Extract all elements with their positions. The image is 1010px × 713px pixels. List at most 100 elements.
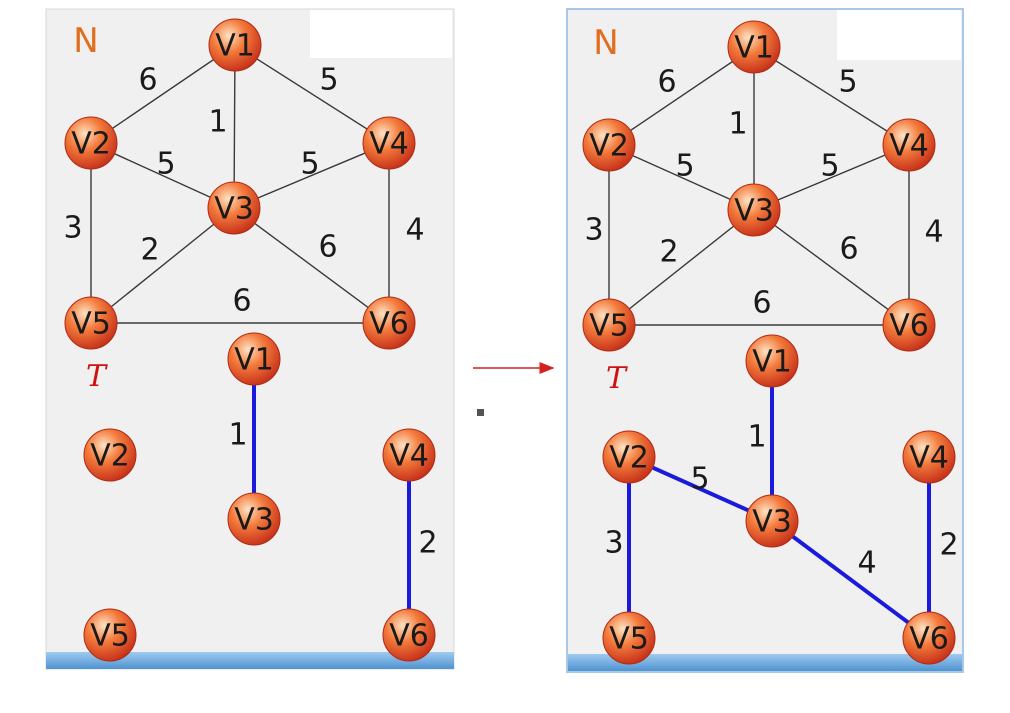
node-label: V4 <box>389 439 429 474</box>
graph-edge-weight: 5 <box>838 65 857 100</box>
node-circle <box>582 118 636 172</box>
node-label: V6 <box>909 622 949 657</box>
graph-node-v5: V5 <box>582 298 636 352</box>
graph-edge-weight: 2 <box>659 235 678 270</box>
node-circle <box>83 608 137 662</box>
graph-node-v2: V2 <box>582 118 636 172</box>
graph-edge-weight: 3 <box>584 213 603 248</box>
tree-title-t: T <box>86 359 108 394</box>
blank-overlay-box <box>837 10 961 60</box>
node-circle <box>83 428 137 482</box>
node-circle <box>602 611 656 665</box>
graph-node-v3: V3 <box>727 183 781 237</box>
tree-node-v2: V2 <box>83 428 137 482</box>
node-circle <box>362 116 416 170</box>
blank-overlay-box <box>310 10 452 58</box>
tree-title-t: T <box>606 361 628 396</box>
node-circle <box>727 20 781 74</box>
graph-edge-v1-v2 <box>608 46 755 146</box>
graph-edge-v3-v4 <box>753 144 910 211</box>
node-circle <box>882 118 936 172</box>
tree-node-v4: V4 <box>902 430 956 484</box>
graph-edge-v1-v3 <box>233 44 236 209</box>
node-circle <box>362 296 416 350</box>
node-circle <box>745 334 799 388</box>
tree-edge-weight: 3 <box>604 526 623 561</box>
graph-edge-weight: 6 <box>839 232 858 267</box>
node-label: V2 <box>589 129 629 164</box>
node-circle <box>382 428 436 482</box>
taskbar-strip <box>46 652 454 669</box>
graph-edge-weight: 6 <box>318 230 337 265</box>
tree-node-v5: V5 <box>83 608 137 662</box>
tree-node-v3: V3 <box>227 492 281 546</box>
graph-edge-weight: 5 <box>675 149 694 184</box>
graph-node-v4: V4 <box>882 118 936 172</box>
node-label: V2 <box>90 439 130 474</box>
graph-edge-weight: 2 <box>140 233 159 268</box>
tree-node-v5: V5 <box>602 611 656 665</box>
tree-edge-weight: 2 <box>939 528 958 563</box>
node-label: V5 <box>90 619 130 654</box>
node-circle <box>208 18 262 72</box>
graph-node-v2: V2 <box>64 116 118 170</box>
tree-node-v4: V4 <box>382 428 436 482</box>
graph-edge-weight: 4 <box>924 215 943 250</box>
graph-edge-weight: 1 <box>728 107 747 142</box>
graph-edge-weight: 5 <box>820 149 839 184</box>
graph-node-v5: V5 <box>64 296 118 350</box>
node-circle <box>882 298 936 352</box>
node-label: V6 <box>369 307 409 342</box>
node-label: V4 <box>909 441 949 476</box>
node-label: V4 <box>369 127 409 162</box>
node-circle <box>902 430 956 484</box>
tree-node-v1: V1 <box>227 332 281 386</box>
graph-edge-weight: 6 <box>138 63 157 98</box>
node-circle <box>227 492 281 546</box>
tree-edge-weight: 1 <box>747 420 766 455</box>
graph-node-v6: V6 <box>362 296 416 350</box>
graph-edge-v3-v6 <box>753 209 910 326</box>
graph-edge-weight: 6 <box>657 65 676 100</box>
graph-edge-v1-v4 <box>753 46 910 146</box>
node-label: V5 <box>609 622 649 657</box>
tree-edge-weight: 2 <box>418 526 437 561</box>
graph-node-v6: V6 <box>882 298 936 352</box>
node-circle <box>64 296 118 350</box>
node-label: V1 <box>234 343 274 378</box>
node-circle <box>382 608 436 662</box>
small-square-marker <box>477 409 484 416</box>
tree-node-v1: V1 <box>745 334 799 388</box>
graph-edge-v3-v6 <box>233 207 390 324</box>
node-label: V5 <box>589 309 629 344</box>
node-circle <box>745 494 799 548</box>
node-circle <box>902 611 956 665</box>
node-label: V1 <box>734 31 774 66</box>
node-circle <box>727 183 781 237</box>
graph-node-v3: V3 <box>207 181 261 235</box>
node-label: V1 <box>752 345 792 380</box>
tree-node-v2: V2 <box>602 430 656 484</box>
graph-node-v4: V4 <box>362 116 416 170</box>
tree-node-v6: V6 <box>382 608 436 662</box>
graph-edge-weight: 1 <box>208 105 227 140</box>
node-circle <box>602 430 656 484</box>
node-label: V3 <box>752 505 792 540</box>
node-label: V2 <box>71 127 111 162</box>
node-circle <box>207 181 261 235</box>
node-label: V6 <box>389 619 429 654</box>
graph-edge-v1-v2 <box>90 44 236 144</box>
node-label: V6 <box>889 309 929 344</box>
node-label: V2 <box>609 441 649 476</box>
graph-edge-v3-v4 <box>233 142 390 209</box>
tree-node-v6: V6 <box>902 611 956 665</box>
graph-edge-weight: 4 <box>405 213 424 248</box>
tree-edge-weight: 1 <box>228 418 247 453</box>
graph-node-v1: V1 <box>208 18 262 72</box>
graph-edge-v1-v4 <box>234 44 390 144</box>
graph-edge-weight: 6 <box>232 284 251 319</box>
tree-edge-v3-v6 <box>770 519 931 640</box>
node-label: V3 <box>734 194 774 229</box>
